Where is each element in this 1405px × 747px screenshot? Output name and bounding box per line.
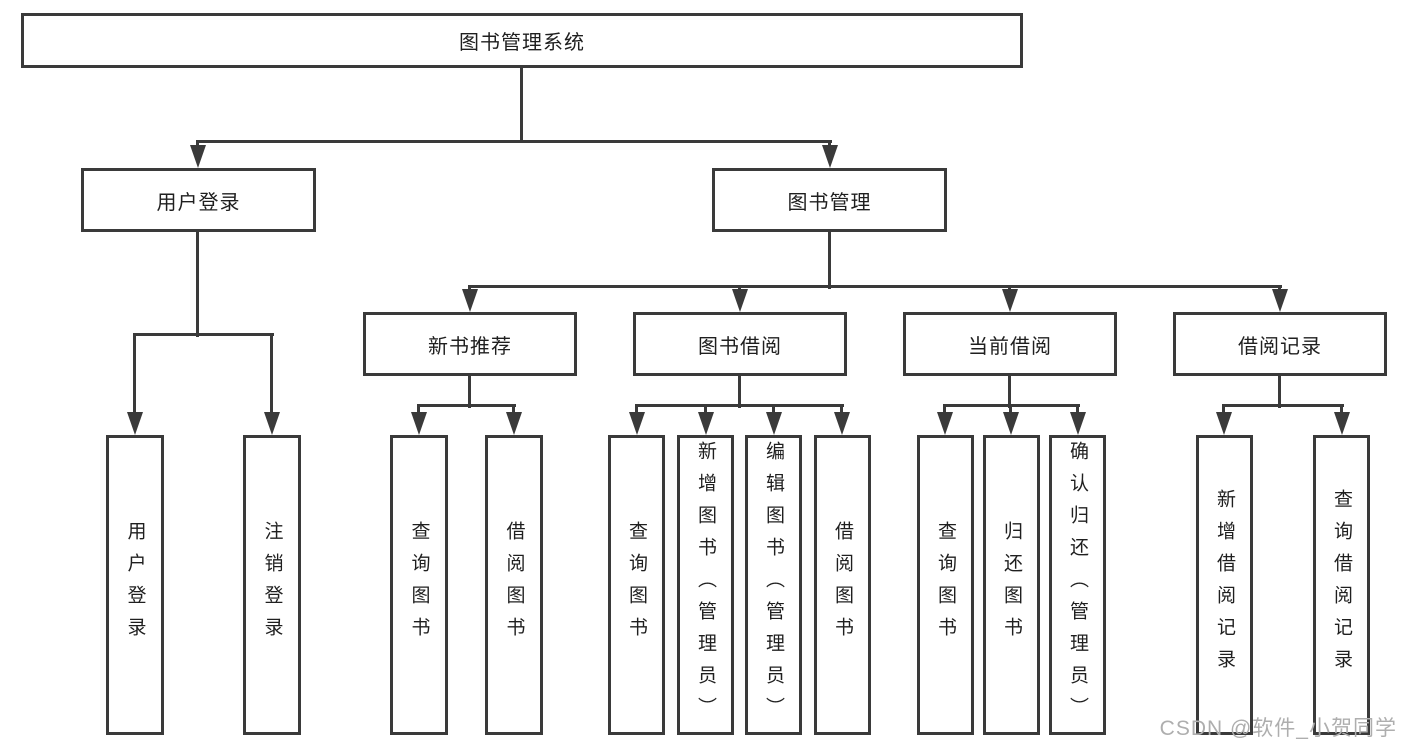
node-leaf-borrow-book-1: 借阅图书 (485, 435, 543, 735)
connector-line (133, 333, 274, 336)
watermark: CSDN @软件_小贺同学 (1159, 717, 1397, 740)
arrow-down-icon (1272, 289, 1288, 312)
node-leaf-return-book: 归还图书 (983, 435, 1040, 735)
connector-line (520, 68, 523, 143)
node-leaf-edit-book: 编辑图书（管理员） (745, 435, 802, 735)
arrow-down-icon (411, 412, 427, 435)
connector-line (196, 232, 199, 337)
arrow-down-icon (766, 412, 782, 435)
node-leaf-borrow-book-2: 借阅图书 (814, 435, 871, 735)
connector-line (270, 335, 273, 421)
connector-line (635, 404, 844, 407)
arrow-down-icon (834, 412, 850, 435)
arrow-down-icon (1334, 412, 1350, 435)
arrow-down-icon (506, 412, 522, 435)
node-book-mgmt: 图书管理 (712, 168, 947, 232)
arrow-down-icon (190, 145, 206, 168)
connector-line (196, 140, 832, 143)
arrow-down-icon (937, 412, 953, 435)
node-user-login: 用户登录 (81, 168, 316, 232)
arrow-down-icon (1003, 412, 1019, 435)
node-leaf-query-book-2: 查询图书 (608, 435, 665, 735)
node-leaf-query-book-3: 查询图书 (917, 435, 974, 735)
node-leaf-add-borrow-record: 新增借阅记录 (1196, 435, 1253, 735)
arrow-down-icon (462, 289, 478, 312)
connector-line (1222, 404, 1344, 407)
connector-line (828, 232, 831, 289)
node-book-borrow: 图书借阅 (633, 312, 847, 376)
node-leaf-query-book-1: 查询图书 (390, 435, 448, 735)
connector-line (1278, 376, 1281, 408)
connector-line (468, 376, 471, 408)
connector-line (468, 285, 1282, 288)
node-current-borrow: 当前借阅 (903, 312, 1117, 376)
arrow-down-icon (629, 412, 645, 435)
node-leaf-confirm-return: 确认归还（管理员） (1049, 435, 1106, 735)
connector-line (1008, 376, 1011, 408)
arrow-down-icon (732, 289, 748, 312)
connector-line (417, 404, 516, 407)
connector-line (943, 404, 1080, 407)
node-leaf-user-login: 用户登录 (106, 435, 164, 735)
arrow-down-icon (1070, 412, 1086, 435)
node-leaf-query-borrow-record: 查询借阅记录 (1313, 435, 1370, 735)
node-leaf-add-book: 新增图书（管理员） (677, 435, 734, 735)
arrow-down-icon (127, 412, 143, 435)
connector-line (133, 335, 136, 421)
node-leaf-logout: 注销登录 (243, 435, 301, 735)
node-root: 图书管理系统 (21, 13, 1023, 68)
arrow-down-icon (264, 412, 280, 435)
node-new-book-rec: 新书推荐 (363, 312, 577, 376)
node-borrow-record: 借阅记录 (1173, 312, 1387, 376)
arrow-down-icon (1216, 412, 1232, 435)
connector-line (738, 376, 741, 408)
arrow-down-icon (698, 412, 714, 435)
arrow-down-icon (822, 145, 838, 168)
arrow-down-icon (1002, 289, 1018, 312)
